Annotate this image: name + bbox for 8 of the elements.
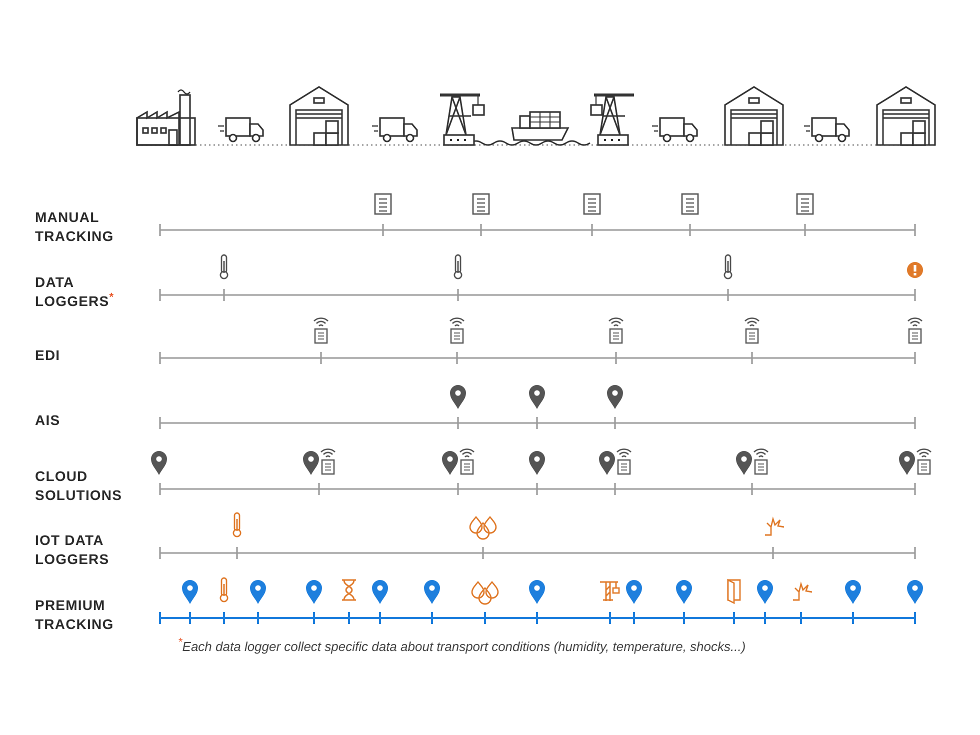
row-label: PREMIUM TRACKING <box>35 596 115 634</box>
row-label: EDI <box>35 346 60 364</box>
row-label: MANUAL TRACKING <box>35 208 115 246</box>
row-label: CLOUD SOLUTIONS <box>35 467 124 505</box>
row-label: DATA LOGGERS$^{*}$ <box>35 273 116 311</box>
row-label: AIS <box>35 410 60 430</box>
footnote: $^{*}$Each data logger collect specific data about transport conditions (humidity, temperature, shocks...) <box>178 639 746 654</box>
row-label: IOT DATA LOGGERS <box>35 531 110 569</box>
